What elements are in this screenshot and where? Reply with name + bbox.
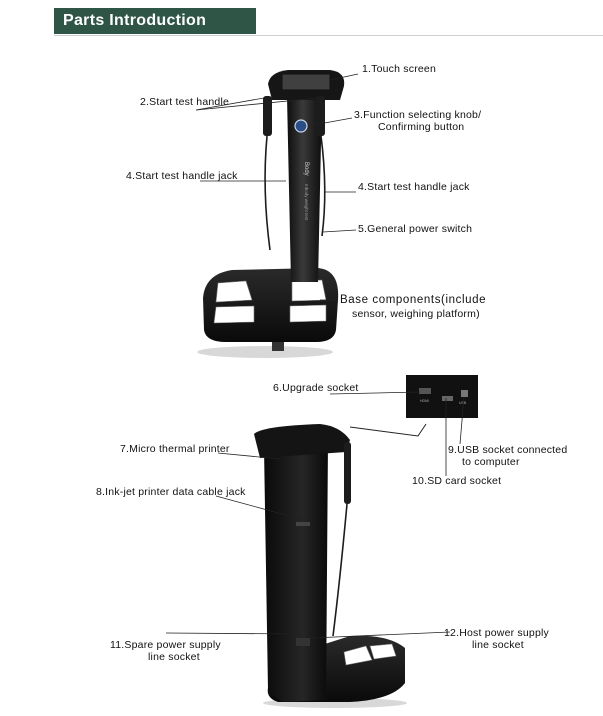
label-base-components-detail: sensor, weighing platform) [352, 308, 480, 320]
front-foot-pad-right [291, 279, 327, 302]
label-function-knob: 3.Function selecting knob/ [354, 109, 482, 121]
front-column [287, 96, 322, 282]
knob-icon [294, 119, 308, 133]
base-shadow [197, 346, 333, 358]
panel-pointer-arrow [349, 423, 427, 437]
upgrade-socket-port [419, 388, 431, 394]
device-brand-text: Body [303, 162, 309, 176]
label-usb-socket-detail: to computer [462, 456, 520, 468]
back-foot-pad-2 [369, 643, 397, 660]
front-handle-left [263, 96, 272, 136]
label-upgrade-socket: 6.Upgrade socket [273, 382, 359, 394]
power-socket-block [296, 638, 310, 646]
sd-slot-icon [442, 396, 453, 401]
back-cable [332, 503, 348, 637]
back-head [254, 424, 350, 458]
front-handle-right [316, 96, 325, 136]
device-side-text: Inbody weight test [304, 184, 309, 221]
back-view-device [254, 424, 407, 708]
label-inkjet-cable-jack: 8.Ink-jet printer data cable jack [96, 486, 246, 498]
label-host-power-socket: 12.Host power supply [444, 627, 549, 639]
label-micro-thermal-printer: 7.Micro thermal printer [120, 443, 230, 455]
label-spare-power-socket-detail: line socket [148, 651, 200, 663]
panel-port-label-a: HDMI [420, 399, 429, 403]
label-base-components: Base components(include [340, 294, 487, 306]
front-foot-pad-left [215, 280, 253, 303]
usb-port-icon [461, 390, 468, 397]
label-usb-socket: 9.USB socket connected [448, 444, 568, 456]
section-title: Parts Introduction [63, 12, 207, 29]
front-foot-pad-right-2 [289, 304, 327, 323]
front-base-foot [272, 342, 284, 351]
front-cable-left [264, 135, 271, 251]
front-view-device: Body Inbody weight test [197, 70, 345, 358]
leader-lines [165, 73, 465, 639]
label-handle-jack-right: 4.Start test handle jack [358, 181, 470, 193]
front-foot-pad-left-2 [213, 305, 255, 324]
label-host-power-socket-detail: line socket [472, 639, 524, 651]
label-sd-card-socket: 10.SD card socket [412, 475, 502, 487]
inkjet-cable-jack [296, 522, 310, 526]
touch-screen [281, 73, 331, 91]
label-touch-screen: 1.Touch screen [362, 63, 437, 75]
back-handle [344, 442, 351, 504]
panel-port-label-b: USB [459, 401, 467, 405]
header-divider [54, 35, 603, 36]
label-general-power-switch: 5.General power switch [358, 223, 473, 235]
label-confirming-button: Confirming button [378, 121, 465, 133]
back-column [264, 440, 328, 702]
label-start-test-handle: 2.Start test handle [140, 96, 230, 108]
section-header: Parts Introduction [54, 8, 256, 34]
back-foot-pad-1 [343, 645, 373, 666]
socket-panel: HDMI USB [349, 375, 478, 437]
label-handle-jack-left: 4.Start test handle jack [126, 170, 238, 182]
front-cable-right [320, 135, 326, 237]
label-spare-power-socket: 11.Spare power supply [110, 639, 221, 651]
